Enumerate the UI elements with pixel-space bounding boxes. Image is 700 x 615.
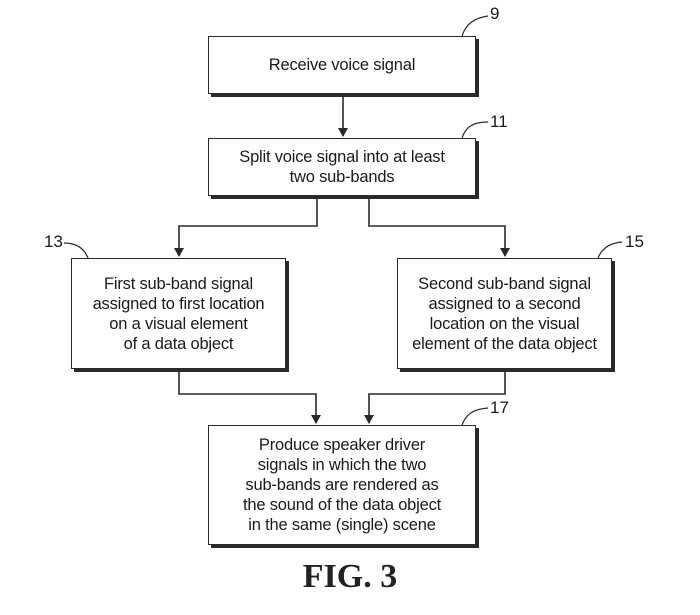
leader-17 [461, 407, 489, 426]
step-box-produce-speaker-signals: Produce speaker driver signals in which … [208, 425, 476, 545]
step-box-second-sub-band: Second sub-band signal assigned to a sec… [397, 258, 612, 369]
arrow-11-to-15 [368, 199, 506, 256]
arrowhead-11-to-13 [174, 248, 184, 257]
arrowhead-9-to-11 [338, 128, 348, 137]
step-11-line: two sub-bands [289, 168, 395, 186]
arrow-11-to-13 [178, 199, 318, 256]
step-9-line: Receive voice signal [268, 56, 416, 74]
step-text: Produce speaker driver signals in which … [243, 435, 441, 535]
step-13-line: of a data object [123, 334, 234, 353]
step-text: Second sub-band signal assigned to a sec… [412, 274, 597, 354]
arrowhead-11-to-15 [500, 248, 510, 257]
step-15-line: location on the visual [429, 314, 580, 333]
arrowhead-15-to-17 [364, 415, 374, 424]
step-17-line: in the same (single) scene [248, 516, 436, 534]
reference-numeral-11: 11 [490, 112, 508, 131]
reference-numeral-13: 13 [44, 232, 63, 251]
step-box-receive-voice-signal: Receive voice signal [208, 36, 476, 94]
step-13-line: First sub-band signal [104, 274, 253, 293]
arrow-13-to-17 [178, 372, 317, 423]
step-box-split-sub-bands: Split voice signal into at least two sub… [208, 138, 476, 196]
step-17-line: Produce speaker driver [258, 436, 426, 454]
step-11-line: Split voice signal into at least [239, 148, 445, 166]
leader-11 [461, 121, 489, 139]
leader-13 [63, 242, 89, 259]
step-17-line: signals in which the two [257, 456, 427, 474]
arrowhead-13-to-17 [311, 415, 321, 424]
reference-numeral-15: 15 [625, 232, 644, 251]
step-13-line: assigned to first location [92, 294, 265, 313]
step-15-line: assigned to a second [428, 294, 581, 313]
reference-numeral-9: 9 [490, 4, 500, 23]
arrow-15-to-17 [368, 372, 506, 423]
step-text: First sub-band signal assigned to first … [93, 274, 265, 354]
step-15-line: Second sub-band signal [418, 274, 591, 293]
step-17-line: sub-bands are rendered as [245, 476, 439, 494]
figure-caption: FIG. 3 [302, 558, 398, 595]
step-text: Receive voice signal [268, 55, 416, 75]
leader-9 [461, 15, 489, 37]
step-15-line: element of the data object [412, 334, 597, 353]
step-text: Split voice signal into at least two sub… [239, 147, 445, 187]
leader-15 [597, 241, 623, 259]
step-13-line: on a visual element [109, 314, 248, 333]
step-box-first-sub-band: First sub-band signal assigned to first … [71, 258, 286, 369]
step-17-line: the sound of the data object [242, 496, 442, 514]
reference-numeral-17: 17 [490, 398, 509, 417]
